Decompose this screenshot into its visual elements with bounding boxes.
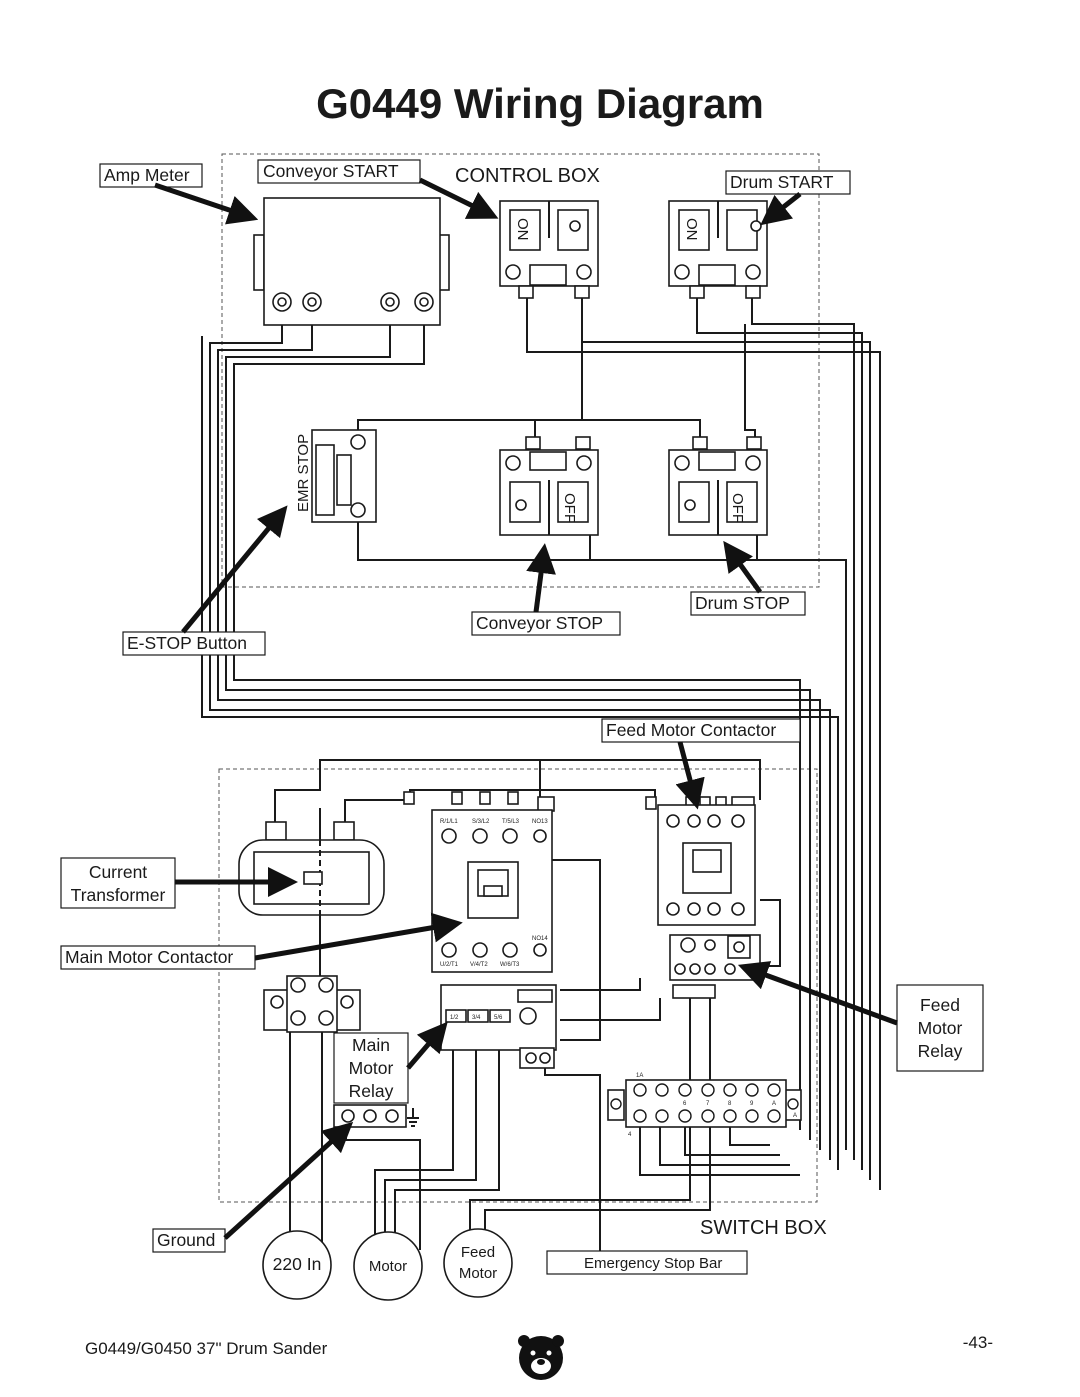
switch-box-title: SWITCH BOX: [700, 1217, 827, 1239]
emr-stop-label: EMR STOP: [295, 434, 312, 512]
strip-number: A: [772, 1101, 776, 1107]
footer-page-number: -43-: [963, 1333, 993, 1352]
page-title: G0449 Wiring Diagram: [316, 80, 764, 127]
drum-start-switch: ON: [668, 200, 768, 299]
off-label: OFF: [561, 493, 578, 523]
drum-start-label: Drum START: [730, 172, 834, 192]
input-220-circle: 220 In: [262, 1230, 332, 1300]
strip-number: 1A: [636, 1073, 643, 1079]
terminal-label: U/2/T1: [440, 962, 459, 968]
callout-arrows: [154, 177, 898, 1240]
svg-text:Motor: Motor: [369, 1258, 407, 1275]
feed-motor-relay-label-2: Motor: [918, 1018, 963, 1038]
conveyor-start-label: Conveyor START: [263, 161, 399, 181]
feed-motor-relay-label-3: Relay: [918, 1041, 963, 1061]
strip-number: A: [793, 1113, 797, 1119]
strip-number: 8: [728, 1101, 732, 1107]
drum-stop-switch: OFF: [668, 436, 768, 536]
main-motor-relay-label: Main: [352, 1035, 390, 1055]
estop-button-label: E-STOP Button: [127, 633, 247, 653]
feed-motor-contactor: [645, 796, 761, 999]
control-box-outline: [221, 153, 820, 588]
ground-label: Ground: [157, 1230, 215, 1250]
strip-number: 7: [706, 1101, 710, 1107]
motor-circle: Motor: [353, 1231, 423, 1301]
svg-text:Motor: Motor: [459, 1265, 497, 1282]
bear-head-logo-icon: [518, 1335, 564, 1380]
terminal-label: T/5/L3: [502, 819, 520, 825]
main-motor-relay-label-2: Motor: [349, 1058, 394, 1078]
strip-number: 9: [750, 1101, 754, 1107]
main-motor-contactor: R/1/L1 S/3/L2 T/5/L3 NO13 U/2/T1 V/4/T2 …: [403, 791, 555, 973]
relay-label: 3/4: [472, 1015, 481, 1021]
svg-text:220 In: 220 In: [273, 1254, 322, 1274]
feed-motor-circle: Feed Motor: [443, 1228, 513, 1298]
current-transformer-label: Current: [89, 862, 147, 882]
wire-harness: [201, 295, 881, 1260]
control-terminal-strip: 1A 6 7 8 9 A A 4: [607, 1073, 802, 1138]
footer-model: G0449/G0450 37" Drum Sander: [85, 1339, 328, 1358]
conveyor-stop-label: Conveyor STOP: [476, 613, 603, 633]
relay-label: 5/6: [494, 1015, 503, 1021]
relay-label: 1/2: [450, 1015, 459, 1021]
control-box-title: CONTROL BOX: [455, 165, 600, 187]
main-motor-relay-label-3: Relay: [349, 1081, 394, 1101]
switch-box-outline: [218, 768, 818, 1203]
emergency-stop-bar-label: Emergency Stop Bar: [584, 1255, 722, 1272]
emergency-stop-switch: EMR STOP: [295, 429, 377, 523]
feed-motor-relay-label: Feed: [920, 995, 960, 1015]
on-label: ON: [683, 218, 700, 241]
strip-number: 4: [628, 1132, 632, 1138]
conveyor-start-switch: ON: [499, 200, 599, 299]
terminal-label: R/1/L1: [440, 819, 458, 825]
drum-stop-label: Drum STOP: [695, 593, 790, 613]
current-transformer: [238, 821, 385, 916]
svg-text:Feed: Feed: [461, 1244, 495, 1261]
terminal-label: NO13: [532, 819, 548, 825]
terminal-label: NO14: [532, 936, 548, 942]
input-terminal-block: [333, 1104, 419, 1128]
terminal-label: V/4/T2: [470, 962, 488, 968]
power-terminal-block: [263, 975, 361, 1033]
amp-meter: [253, 197, 450, 326]
main-motor-contactor-label: Main Motor Contactor: [65, 947, 233, 967]
main-motor-overload-relay: 1/2 3/4 5/6: [440, 984, 557, 1069]
strip-number: 6: [683, 1101, 687, 1107]
current-transformer-label-2: Transformer: [71, 885, 166, 905]
on-label: ON: [514, 218, 531, 241]
terminal-label: S/3/L2: [472, 819, 490, 825]
conveyor-stop-switch: OFF: [499, 436, 599, 536]
feed-motor-contactor-label: Feed Motor Contactor: [606, 720, 776, 740]
amp-meter-label: Amp Meter: [104, 165, 190, 185]
terminal-label: W/6/T3: [500, 962, 520, 968]
off-label: OFF: [729, 493, 746, 523]
